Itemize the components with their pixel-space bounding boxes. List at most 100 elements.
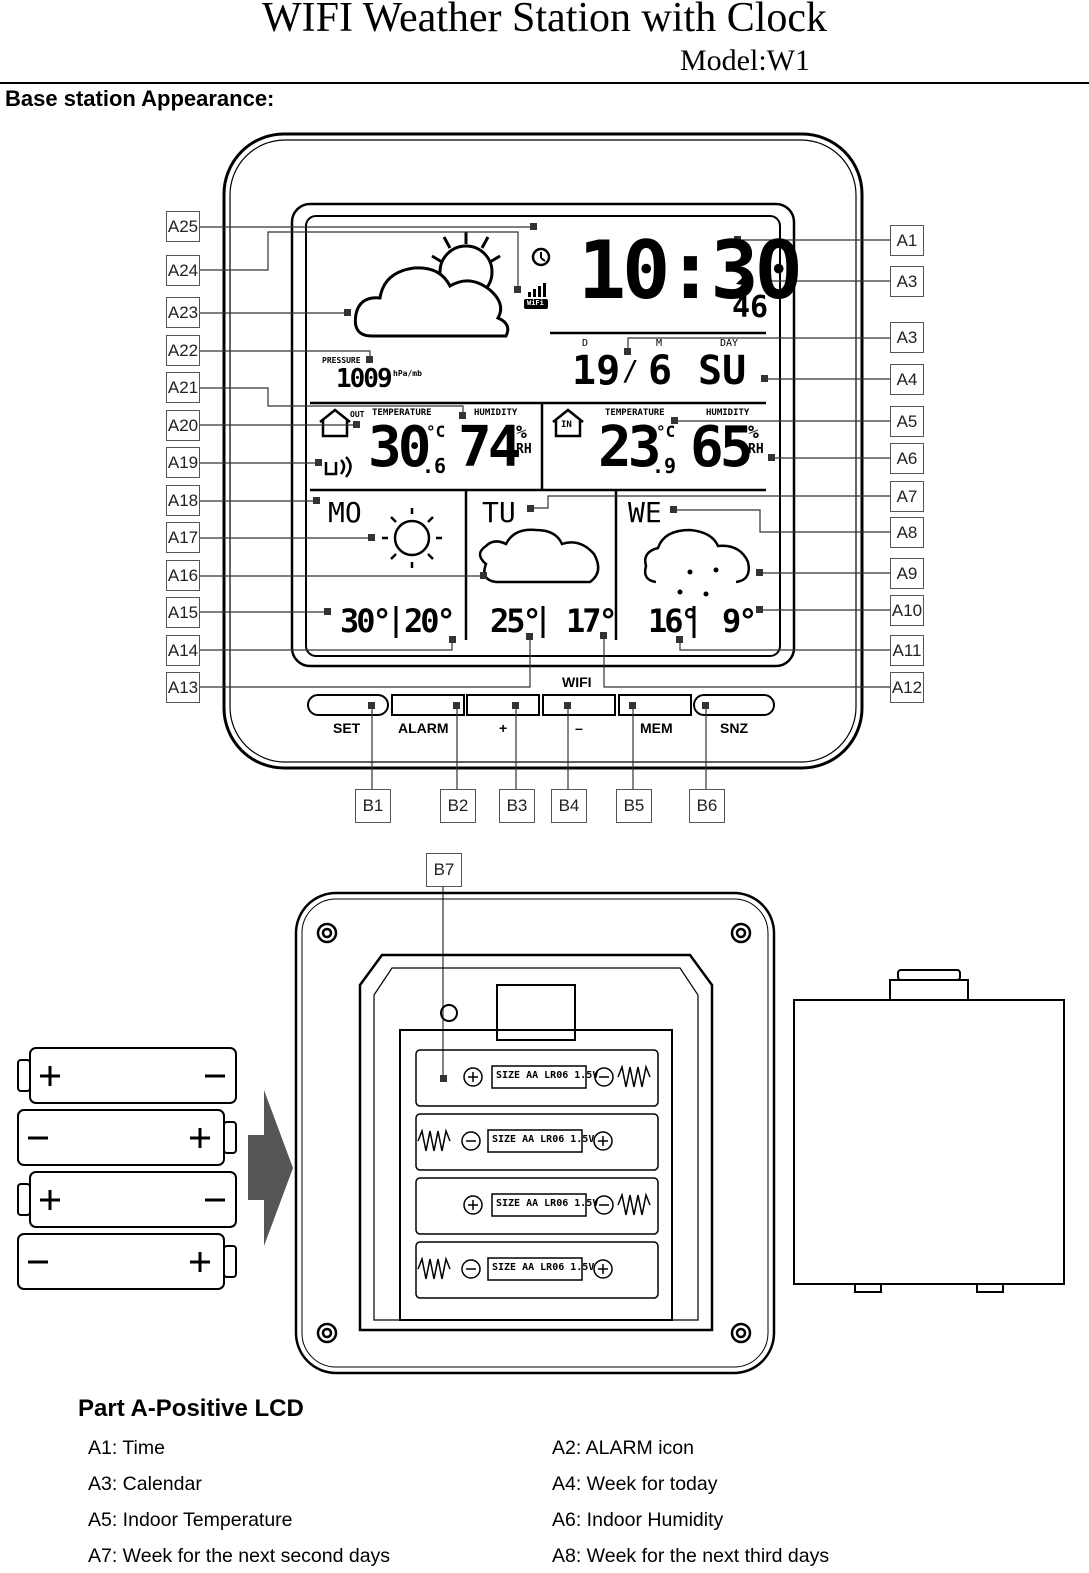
pressure-label: PRESSURE <box>322 356 361 365</box>
weekday-header: DAY <box>720 338 739 349</box>
label-b4: B4 <box>551 789 587 823</box>
label-b7: B7 <box>426 853 462 887</box>
document-title: WIFI Weather Station with Clock <box>261 0 828 41</box>
time-display: 10:30 <box>578 224 803 317</box>
pressure-unit: hPa/mb <box>393 369 422 378</box>
wifi-label: WIFI <box>562 674 592 690</box>
alarm-bell-icon <box>736 272 750 286</box>
legend-a5: A5: Indoor Temperature <box>88 1509 293 1531</box>
label-a7: A7 <box>890 481 924 512</box>
label-a3-alarm: A3 <box>890 266 924 297</box>
outdoor-house-icon <box>319 408 351 438</box>
set-button-label: SET <box>333 720 361 736</box>
label-a8: A8 <box>890 517 924 548</box>
indoor-humidity-value: 65 <box>690 415 753 480</box>
outdoor-temperature-decimal: .6 <box>422 454 447 478</box>
indoor-label: IN <box>561 420 572 430</box>
insert-arrow-icon <box>248 1090 293 1246</box>
outdoor-humidity-percent: % <box>516 422 527 443</box>
label-a21: A21 <box>166 372 200 403</box>
part-a-heading: Part A-Positive LCD <box>78 1395 304 1422</box>
wifi-badge-text: WiFi <box>527 299 544 307</box>
label-a13: A13 <box>166 672 200 703</box>
date-separator: / <box>622 354 639 387</box>
label-a22: A22 <box>166 335 200 366</box>
outdoor-humidity-rh: RH <box>516 442 532 457</box>
legend-a4: A4: Week for today <box>552 1473 718 1495</box>
label-a16: A16 <box>166 560 200 591</box>
time-sync-icon <box>531 247 551 267</box>
label-a19: A19 <box>166 447 200 478</box>
legend-a1: A1: Time <box>88 1437 165 1459</box>
forecast-high-2: 25° <box>490 602 542 640</box>
weather-forecast-icon <box>353 232 510 338</box>
lcd-frame <box>290 202 796 668</box>
label-a11: A11 <box>890 635 924 666</box>
forecast-high-3: 16° <box>648 602 700 640</box>
batteries-illustration <box>17 1047 237 1290</box>
label-b6: B6 <box>689 789 725 823</box>
battery-size-label-2: SIZE AA LR06 1.5V <box>492 1134 595 1145</box>
forecast-day-2: TU <box>482 496 516 529</box>
cloud-icon <box>478 528 600 584</box>
raindrops-icon <box>677 567 719 597</box>
battery-cover <box>793 969 1065 1293</box>
battery-size-label-3: SIZE AA LR06 1.5V <box>496 1198 599 1209</box>
label-a25: A25 <box>166 211 200 242</box>
legend-a7: A7: Week for the next second days <box>88 1545 391 1567</box>
indoor-temperature-label: TEMPERATURE <box>605 408 665 418</box>
indoor-temperature-unit: °C <box>656 422 676 441</box>
housing-outline <box>222 132 864 770</box>
wifi-signal-icon <box>524 283 548 309</box>
label-b3: B3 <box>499 789 535 823</box>
plus-button-label: + <box>499 720 508 736</box>
forecast-day-3: WE <box>628 496 662 529</box>
base-station-back-figure <box>294 891 776 1375</box>
indoor-humidity-label: HUMIDITY <box>706 408 750 418</box>
forecast-low-2: 17° <box>566 602 618 640</box>
label-a4: A4 <box>890 364 924 395</box>
legend-a2: A2: ALARM icon <box>552 1437 694 1459</box>
label-a10: A10 <box>890 595 924 626</box>
outdoor-temperature-unit: °C <box>426 422 446 441</box>
label-a5: A5 <box>890 406 924 437</box>
indoor-temperature-value: 23 <box>598 415 661 480</box>
weekday-display: SU <box>698 348 747 394</box>
model-number: Model:W1 <box>680 44 810 77</box>
date-day: 19 <box>572 348 621 394</box>
alarm-button-label: ALARM <box>398 720 449 736</box>
snz-button-label: SNZ <box>720 720 748 736</box>
label-a17: A17 <box>166 522 200 553</box>
rain-cloud-icon <box>643 528 750 584</box>
forecast-low-1: 20° <box>404 602 456 640</box>
battery-size-label-1: SIZE AA LR06 1.5V <box>496 1070 599 1081</box>
label-a24: A24 <box>166 255 200 286</box>
outdoor-humidity-value: 74 <box>458 415 521 480</box>
indoor-temperature-decimal: .9 <box>652 454 677 478</box>
legend-a8: A8: Week for the next third days <box>552 1545 830 1567</box>
label-a20: A20 <box>166 410 200 441</box>
indoor-humidity-percent: % <box>748 422 759 443</box>
forecast-high-1: 30° <box>340 602 392 640</box>
outdoor-label: OUT <box>350 410 365 419</box>
header-divider <box>0 82 1089 84</box>
forecast-low-3: 9° <box>722 602 757 640</box>
label-a23: A23 <box>166 297 200 328</box>
label-a3: A3 <box>890 322 924 353</box>
outdoor-temperature-label: TEMPERATURE <box>372 408 432 418</box>
label-a18: A18 <box>166 485 200 516</box>
outdoor-temperature-value: 30 <box>368 415 431 480</box>
label-b1: B1 <box>355 789 391 823</box>
sun-icon <box>382 508 442 568</box>
label-a9: A9 <box>890 558 924 589</box>
label-a12: A12 <box>890 672 924 703</box>
date-day-header: D <box>582 338 589 349</box>
legend-a3: A3: Calendar <box>88 1473 202 1495</box>
outdoor-humidity-label: HUMIDITY <box>474 408 518 418</box>
seconds-display: 46 <box>732 290 769 325</box>
label-b2: B2 <box>440 789 476 823</box>
label-b5: B5 <box>616 789 652 823</box>
label-a14: A14 <box>166 635 200 666</box>
indoor-house-icon <box>552 408 584 438</box>
